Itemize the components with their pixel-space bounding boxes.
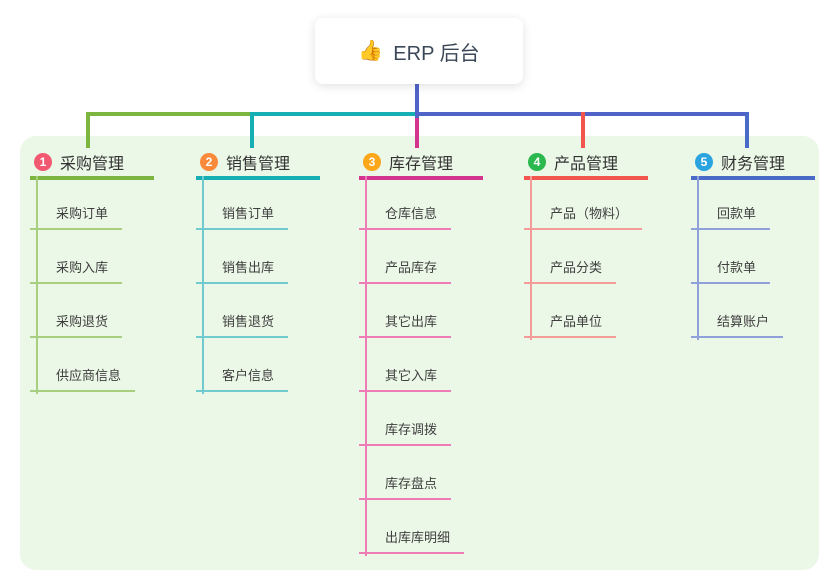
child-node-label: 产品单位 (550, 314, 603, 329)
branch-spine-connector (530, 176, 532, 340)
child-node-label: 采购入库 (56, 260, 109, 275)
thumbs-up-icon: 👍 (358, 40, 384, 62)
child-node-label: 销售退货 (222, 314, 275, 329)
child-node-label: 采购退货 (56, 314, 109, 329)
child-node[interactable]: 产品分类 (524, 230, 617, 284)
branch-children: 仓库信息产品库存其它出库其它入库库存调拨库存盘点出库库明细 (359, 176, 483, 554)
child-node[interactable]: 产品单位 (524, 284, 617, 338)
branch-children: 采购订单采购入库采购退货供应商信息 (30, 176, 154, 392)
child-node[interactable]: 采购订单 (30, 176, 123, 230)
connector-drop-3 (415, 116, 419, 148)
child-node[interactable]: 付款单 (691, 230, 771, 284)
child-node[interactable]: 产品库存 (359, 230, 452, 284)
branch-header[interactable]: 2 销售管理 (196, 148, 320, 180)
child-node[interactable]: 其它出库 (359, 284, 452, 338)
branch-number-badge: 1 (34, 153, 52, 171)
branch-title: 销售管理 (226, 156, 291, 173)
branch-title: 产品管理 (554, 156, 619, 173)
child-node[interactable]: 库存盘点 (359, 446, 452, 500)
branch-children: 销售订单销售出库销售退货客户信息 (196, 176, 320, 392)
connector-drop-2 (250, 112, 254, 148)
child-node-label: 供应商信息 (56, 368, 122, 383)
root-node-label: ERP 后台 (393, 42, 480, 65)
connector-root-vertical (415, 84, 419, 118)
branch-header[interactable]: 4 产品管理 (524, 148, 648, 180)
branch-node: 1 采购管理 采购订单采购入库采购退货供应商信息 (30, 148, 154, 394)
child-node-label: 付款单 (717, 260, 757, 275)
connector-drop-4 (581, 112, 585, 148)
branch-title: 库存管理 (389, 156, 454, 173)
branch-header[interactable]: 5 财务管理 (691, 148, 815, 180)
child-node-label: 库存调拨 (385, 422, 438, 437)
branch-title: 采购管理 (60, 156, 125, 173)
branch-number-badge: 2 (200, 153, 218, 171)
child-node[interactable]: 出库库明细 (359, 500, 465, 554)
child-node-label: 产品分类 (550, 260, 603, 275)
child-node-label: 其它入库 (385, 368, 438, 383)
child-node[interactable]: 销售出库 (196, 230, 289, 284)
child-node[interactable]: 回款单 (691, 176, 771, 230)
child-node-label: 出库库明细 (385, 530, 451, 545)
branch-node: 4 产品管理 产品（物料） 产品分类产品单位 (524, 148, 648, 340)
child-node-label: 结算账户 (717, 314, 770, 329)
child-node-label: 客户信息 (222, 368, 275, 383)
branch-title: 财务管理 (721, 156, 786, 173)
branch-number-badge: 4 (528, 153, 546, 171)
child-node[interactable]: 仓库信息 (359, 176, 452, 230)
branch-number-badge: 3 (363, 153, 381, 171)
branch-number-badge: 5 (695, 153, 713, 171)
branch-node: 5 财务管理 回款单付款单结算账户 (691, 148, 815, 340)
child-node[interactable]: 采购退货 (30, 284, 123, 338)
branch-spine-connector (202, 176, 204, 394)
child-node-label: 库存盘点 (385, 476, 438, 491)
child-node[interactable]: 库存调拨 (359, 392, 452, 446)
child-node-label: 其它出库 (385, 314, 438, 329)
branch-node: 3 库存管理 仓库信息产品库存其它出库其它入库库存调拨库存盘点出库库明细 (359, 148, 483, 556)
child-node-label: 销售订单 (222, 206, 275, 221)
branch-header[interactable]: 3 库存管理 (359, 148, 483, 180)
branch-spine-connector (36, 176, 38, 394)
child-node[interactable]: 产品（物料） (524, 176, 643, 230)
child-node-label: 回款单 (717, 206, 757, 221)
canvas-panel (20, 136, 819, 570)
child-node-label: 采购订单 (56, 206, 109, 221)
child-node-label: 仓库信息 (385, 206, 438, 221)
child-node-label: 产品（物料） (550, 206, 629, 221)
connector-drop-5 (745, 112, 749, 148)
branch-children: 产品（物料） 产品分类产品单位 (524, 176, 648, 338)
child-node[interactable]: 结算账户 (691, 284, 784, 338)
branch-spine-connector (365, 176, 367, 556)
branch-node: 2 销售管理 销售订单销售出库销售退货客户信息 (196, 148, 320, 394)
connector-bus-mid (250, 112, 417, 116)
child-node[interactable]: 供应商信息 (30, 338, 136, 392)
branch-spine-connector (697, 176, 699, 340)
connector-bus-left (86, 112, 254, 116)
branch-header[interactable]: 1 采购管理 (30, 148, 154, 180)
child-node[interactable]: 销售订单 (196, 176, 289, 230)
branch-children: 回款单付款单结算账户 (691, 176, 815, 338)
child-node-label: 产品库存 (385, 260, 438, 275)
root-node[interactable]: 👍 ERP 后台 (315, 18, 523, 84)
child-node[interactable]: 客户信息 (196, 338, 289, 392)
child-node[interactable]: 销售退货 (196, 284, 289, 338)
child-node-label: 销售出库 (222, 260, 275, 275)
connector-drop-1 (86, 112, 90, 148)
child-node[interactable]: 采购入库 (30, 230, 123, 284)
child-node[interactable]: 其它入库 (359, 338, 452, 392)
